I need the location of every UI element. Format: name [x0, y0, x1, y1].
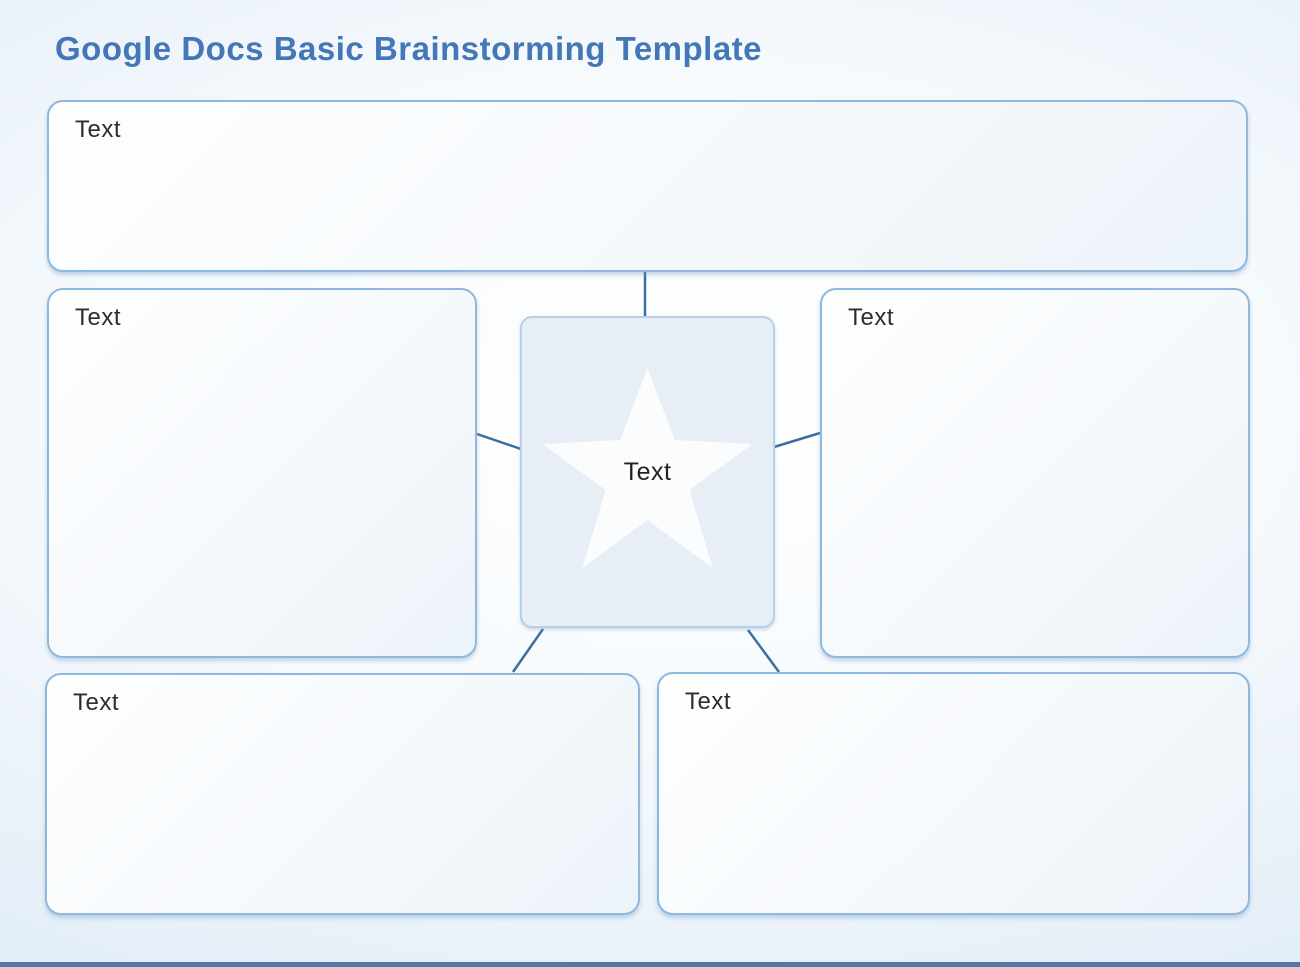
node-bottom-right[interactable]: Text [657, 672, 1250, 915]
connector-right [773, 431, 821, 449]
node-bottom-right-label: Text [685, 688, 732, 715]
connector-bottom-left [511, 628, 545, 673]
bottom-bar [0, 962, 1300, 967]
node-left-label: Text [75, 304, 122, 331]
node-top-label: Text [75, 116, 122, 143]
page-title: Google Docs Basic Brainstorming Template [55, 30, 763, 67]
node-top[interactable]: Text [47, 100, 1248, 272]
node-right[interactable]: Text [820, 288, 1250, 658]
connector-bottom-right [746, 629, 781, 673]
node-bottom-left-label: Text [73, 689, 120, 716]
center-node[interactable]: Text [520, 316, 775, 628]
node-bottom-left[interactable]: Text [45, 673, 640, 915]
node-right-label: Text [848, 304, 895, 331]
center-node-label: Text [623, 457, 672, 486]
connector-left [476, 432, 522, 451]
node-left[interactable]: Text [47, 288, 477, 658]
